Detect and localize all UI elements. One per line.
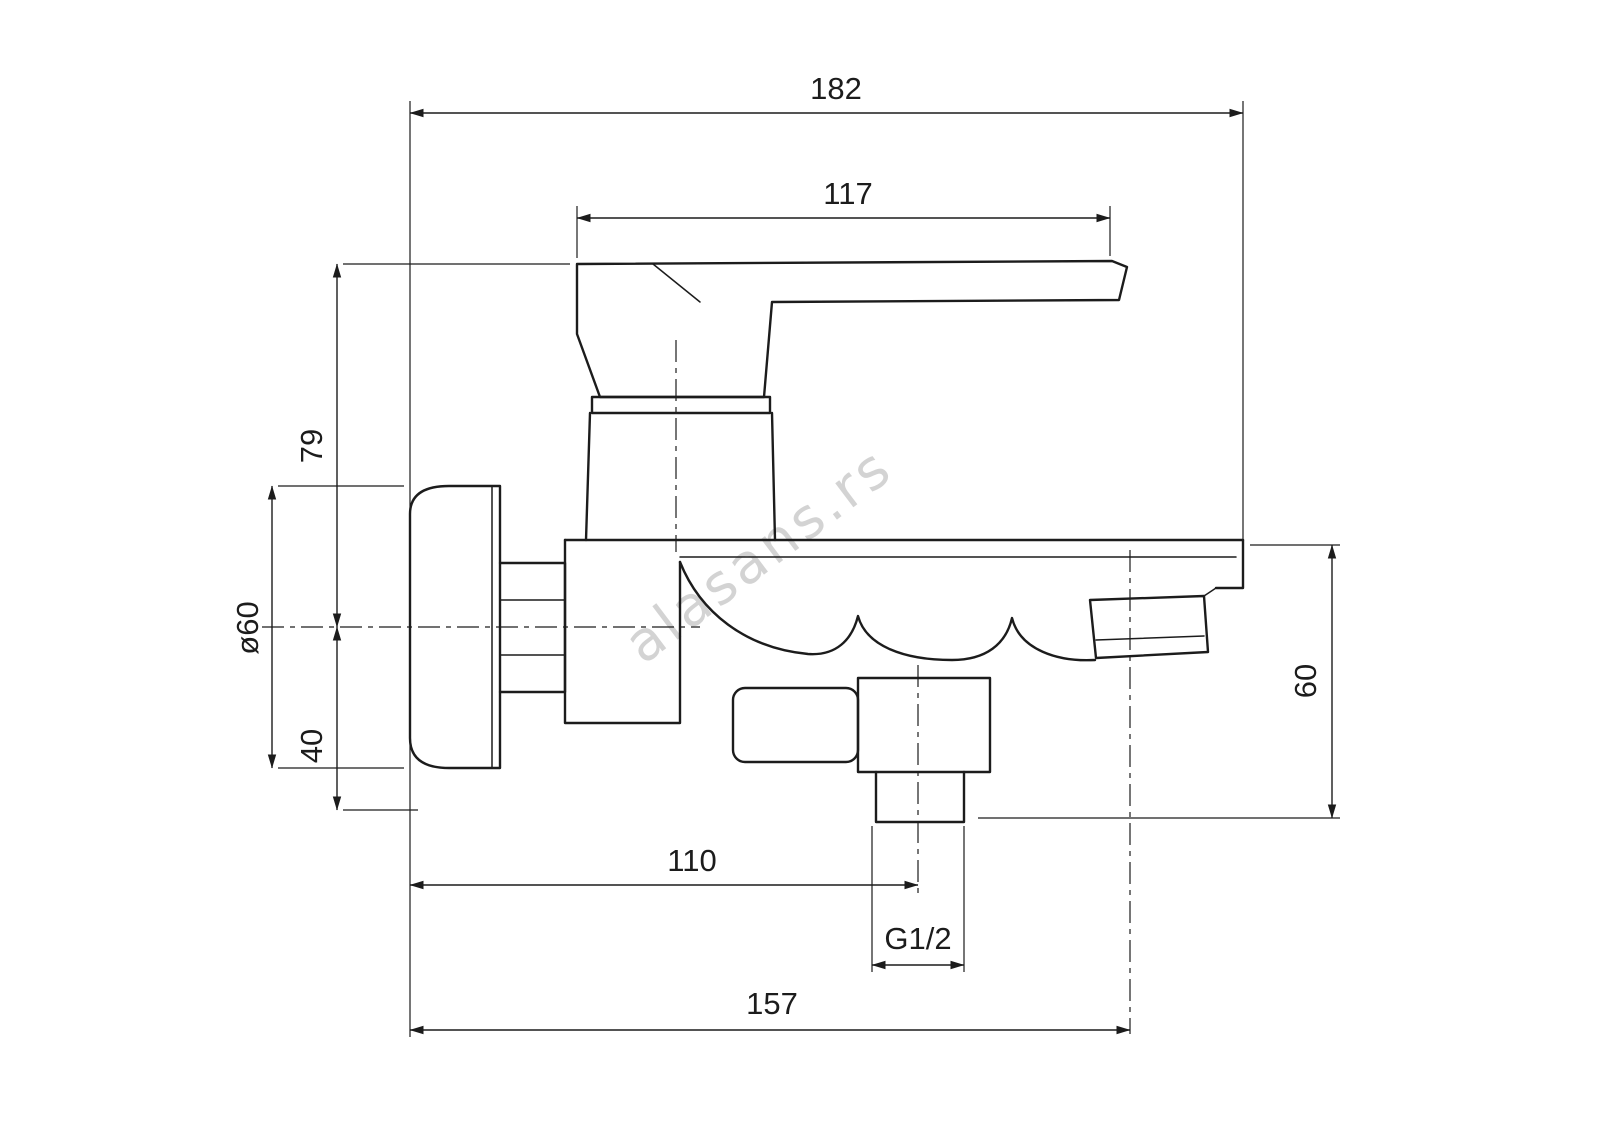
dim-label-handle-length: 117 (823, 176, 872, 211)
centerlines (262, 340, 1131, 1034)
dim-label-spout-drop: 60 (1288, 664, 1323, 698)
watermark-text: alasans.rs (613, 434, 905, 676)
dim-label-outlet-offset: 110 (667, 843, 716, 878)
dimension-labels: 182 117 79 ø60 40 60 110 G1/2 157 (230, 71, 1323, 1021)
dim-label-flange-diameter: ø60 (230, 601, 265, 654)
dim-label-height-above-axis: 79 (294, 429, 329, 463)
dim-label-outlet-thread: G1/2 (884, 921, 951, 956)
dim-label-height-below-axis: 40 (294, 729, 329, 763)
dim-label-overall-depth: 182 (810, 71, 862, 106)
dimension-lines (267, 101, 1340, 1037)
dim-label-spout-reach: 157 (746, 986, 798, 1021)
